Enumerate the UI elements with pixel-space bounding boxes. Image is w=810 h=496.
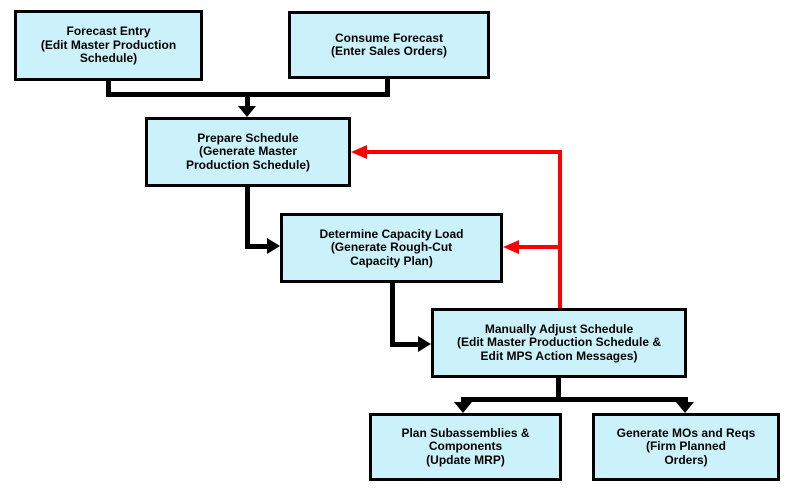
arrowhead-into-manually-adjust [418, 336, 431, 352]
feedback-arrowhead-into-determine-capacity [503, 240, 519, 254]
connector-consume-down [385, 79, 390, 97]
node-forecast-entry-label: Forecast Entry (Edit Master Production S… [40, 24, 177, 66]
node-prepare-schedule: Prepare Schedule (Generate Master Produc… [145, 117, 351, 187]
node-prepare-schedule-label: Prepare Schedule (Generate Master Produc… [185, 130, 310, 172]
connector-split-left-stem [461, 397, 466, 404]
connector-forecast-down [106, 81, 111, 97]
node-generate-mos-and-reqs-label: Generate MOs and Reqs (Firm Planned Orde… [616, 425, 756, 467]
feedback-arrowhead-into-prepare-schedule [351, 145, 367, 159]
feedback-vertical-line [558, 150, 562, 308]
connector-adjust-down [556, 378, 561, 402]
arrowhead-into-prepare-schedule [238, 106, 256, 117]
connector-merge-stem [245, 92, 250, 107]
node-consume-forecast-label: Consume Forecast (Enter Sales Orders) [330, 30, 448, 58]
node-plan-subassemblies-components-label: Plan Subassemblies & Components (Update … [401, 425, 530, 467]
arrowhead-into-generate-mos [676, 402, 694, 413]
node-manually-adjust-schedule: Manually Adjust Schedule (Edit Master Pr… [431, 308, 687, 378]
connector-capacity-elbow [390, 342, 419, 347]
arrowhead-into-plan-subassemblies [454, 402, 472, 413]
node-plan-subassemblies-components: Plan Subassemblies & Components (Update … [369, 413, 562, 481]
connector-split-right-stem [683, 397, 688, 404]
arrowhead-into-determine-capacity [267, 238, 280, 254]
connector-prepare-elbow [245, 244, 268, 249]
connector-capacity-down [390, 283, 395, 347]
feedback-top-horizontal [367, 150, 562, 154]
connector-split-horizontal [461, 397, 687, 402]
node-manually-adjust-schedule-label: Manually Adjust Schedule (Edit Master Pr… [456, 321, 662, 363]
node-generate-mos-and-reqs: Generate MOs and Reqs (Firm Planned Orde… [592, 413, 780, 481]
node-consume-forecast: Consume Forecast (Enter Sales Orders) [288, 11, 490, 79]
node-forecast-entry: Forecast Entry (Edit Master Production S… [14, 10, 203, 81]
connector-prepare-down [245, 187, 250, 249]
node-determine-capacity-load: Determine Capacity Load (Generate Rough-… [280, 213, 503, 283]
feedback-branch-horizontal [519, 245, 562, 249]
node-determine-capacity-load-label: Determine Capacity Load (Generate Rough-… [319, 226, 464, 268]
